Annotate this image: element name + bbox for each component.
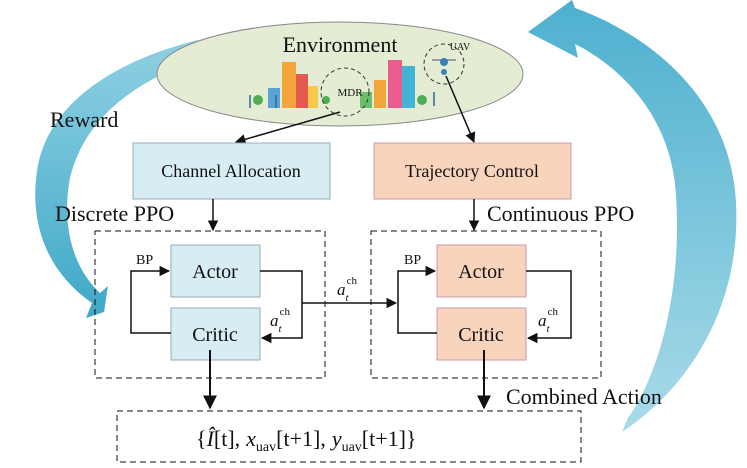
continuous-ppo-label: Continuous PPO: [487, 201, 634, 226]
left-critic-box: [170, 307, 261, 361]
antenna-icons: [249, 92, 435, 108]
right-actor-to-critic: [526, 270, 572, 344]
left-actor-to-critic: [260, 270, 303, 344]
discrete-ppo-label: Discrete PPO: [55, 201, 174, 226]
left-action-label: atch: [270, 306, 290, 335]
combined-action-set: {Î[t],xuav[t+1],yuav[t+1]}: [196, 426, 417, 455]
left-actor-box: [170, 244, 261, 298]
trajectory-control-box: [373, 142, 572, 200]
reward-feedback-arrow: [35, 40, 209, 318]
trajectory-control-label: Trajectory Control: [405, 161, 539, 181]
channel-allocation-box: [132, 142, 331, 200]
env-to-trajectory-arrow: [445, 75, 476, 143]
left-actor-label: Actor: [192, 261, 238, 283]
combined-action-box: [116, 410, 582, 463]
right-critic-box: [436, 307, 527, 361]
left-critic-label: Critic: [192, 324, 238, 346]
right-actor-box: [436, 244, 527, 298]
right-bp-label: BP: [404, 253, 421, 268]
mdr-label: MDR: [337, 87, 363, 99]
uav-label: UAV: [450, 42, 471, 53]
middle-action-label: atch: [337, 275, 357, 304]
right-critic-label: Critic: [458, 324, 504, 346]
uav-drone-icon: [432, 58, 456, 75]
right-bp-loop: [397, 265, 437, 334]
reward-label: Reward: [50, 107, 118, 132]
right-actor-label: Actor: [458, 261, 504, 283]
city-buildings-icon: [253, 60, 427, 108]
env-to-channel-arrow: [234, 111, 341, 145]
combined-action-label: Combined Action: [506, 384, 662, 409]
left-bp-label: BP: [136, 253, 153, 268]
left-bp-loop: [130, 265, 171, 334]
right-action-label: atch: [538, 306, 558, 335]
continuous-ppo-agent: [370, 230, 602, 379]
channel-allocation-label: Channel Allocation: [161, 161, 300, 181]
action-loop-arrow: [528, 0, 737, 432]
mdr-cluster: [320, 67, 370, 117]
uav-cluster: [423, 43, 465, 85]
environment-title: Environment: [283, 32, 398, 57]
